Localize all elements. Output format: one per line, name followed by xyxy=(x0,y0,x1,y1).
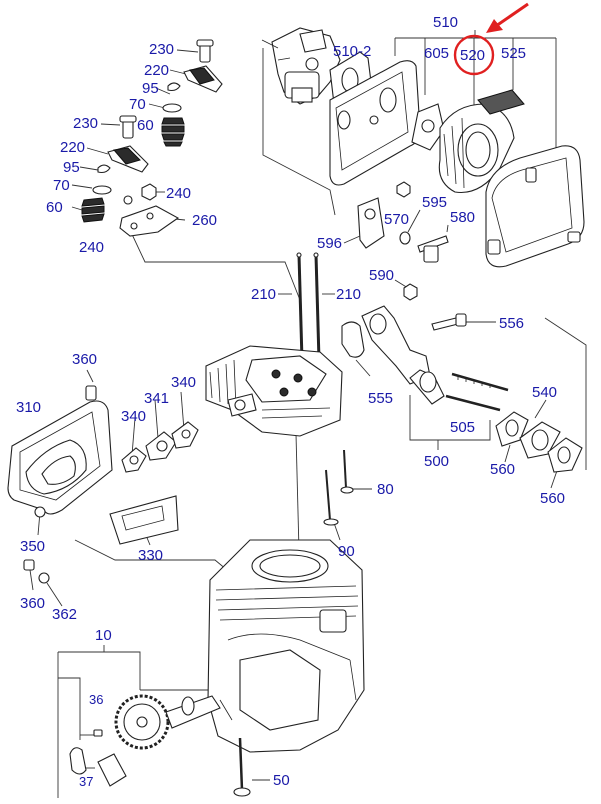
label-605: 605 xyxy=(424,45,449,62)
label-70-lower: 70 xyxy=(53,177,70,194)
highlight-arrow-head xyxy=(486,19,503,33)
washer-595 xyxy=(399,209,421,245)
rocker-bracket-260 xyxy=(119,183,180,237)
highlight-circle xyxy=(453,34,495,76)
label-60-upper: 60 xyxy=(137,117,154,134)
label-230-lower: 230 xyxy=(73,115,98,132)
pre-filter xyxy=(477,89,525,115)
label-210-left: 210 xyxy=(251,286,276,303)
label-220-upper: 220 xyxy=(144,62,169,79)
label-510: 510 xyxy=(433,14,458,31)
label-95-lower: 95 xyxy=(63,159,80,176)
label-520: 520 xyxy=(460,47,485,64)
label-341: 341 xyxy=(144,390,169,407)
highlight-marker xyxy=(453,2,529,76)
insulators xyxy=(121,421,199,473)
label-590: 590 xyxy=(369,267,394,284)
label-540: 540 xyxy=(532,384,557,401)
valves xyxy=(323,449,354,526)
label-500: 500 xyxy=(424,453,449,470)
label-240-lower: 240 xyxy=(79,239,104,256)
label-505: 505 xyxy=(450,419,475,436)
label-340-left: 340 xyxy=(121,408,146,425)
label-340-right: 340 xyxy=(171,374,196,391)
label-80: 80 xyxy=(377,481,394,498)
bolt-580 xyxy=(417,224,449,263)
cylinder-shroud xyxy=(7,385,113,518)
label-560-right: 560 xyxy=(540,490,565,507)
camshaft-gear xyxy=(114,694,221,750)
label-360-lower: 360 xyxy=(20,595,45,612)
label-220-lower: 220 xyxy=(60,139,85,156)
air-filter-element xyxy=(438,103,515,194)
label-310: 310 xyxy=(16,399,41,416)
label-362: 362 xyxy=(52,606,77,623)
label-60-lower: 60 xyxy=(46,199,63,216)
label-210-right: 210 xyxy=(336,286,361,303)
engine-block xyxy=(207,539,365,753)
air-cleaner-base xyxy=(329,60,445,186)
label-570: 570 xyxy=(384,211,409,228)
label-560-left: 560 xyxy=(490,461,515,478)
label-555: 555 xyxy=(368,390,393,407)
label-350: 350 xyxy=(20,538,45,555)
label-36: 36 xyxy=(89,692,103,707)
carburetor xyxy=(261,27,341,105)
label-596: 596 xyxy=(317,235,342,252)
label-580: 580 xyxy=(450,209,475,226)
label-556: 556 xyxy=(499,315,524,332)
screw-360-lower xyxy=(23,559,35,571)
part-labels: 230 220 95 70 60 230 220 95 70 60 240 24… xyxy=(16,14,565,789)
label-230-upper: 230 xyxy=(149,41,174,58)
baffle-330 xyxy=(109,495,179,545)
exhaust-gasket-2 xyxy=(547,437,583,473)
air-cleaner-cover xyxy=(485,145,585,268)
washer-362 xyxy=(38,572,50,584)
label-360-upper: 360 xyxy=(72,351,97,368)
nut-570 xyxy=(396,181,411,198)
label-595: 595 xyxy=(422,194,447,211)
rocker-assembly-lower xyxy=(81,115,149,223)
label-510-2: 510-2 xyxy=(333,43,371,60)
label-330: 330 xyxy=(138,547,163,564)
bolt-50 xyxy=(233,737,251,797)
clip-37 xyxy=(69,747,127,787)
label-95-upper: 95 xyxy=(142,80,159,97)
highlight-arrow xyxy=(495,2,529,28)
intake-manifold xyxy=(341,283,467,385)
label-525: 525 xyxy=(501,45,526,62)
label-37: 37 xyxy=(79,774,93,789)
pin-36 xyxy=(93,729,103,737)
label-10: 10 xyxy=(95,627,112,644)
cylinder-head xyxy=(205,345,343,437)
rocker-assembly-upper xyxy=(161,39,223,147)
label-260: 260 xyxy=(192,212,217,229)
bracket-596 xyxy=(343,197,385,249)
exhaust-pipe xyxy=(409,369,509,412)
label-70-upper: 70 xyxy=(129,96,146,113)
exhaust-flange-540 xyxy=(519,421,561,459)
label-240-upper: 240 xyxy=(166,185,191,202)
label-90: 90 xyxy=(338,543,355,560)
label-50: 50 xyxy=(273,772,290,789)
